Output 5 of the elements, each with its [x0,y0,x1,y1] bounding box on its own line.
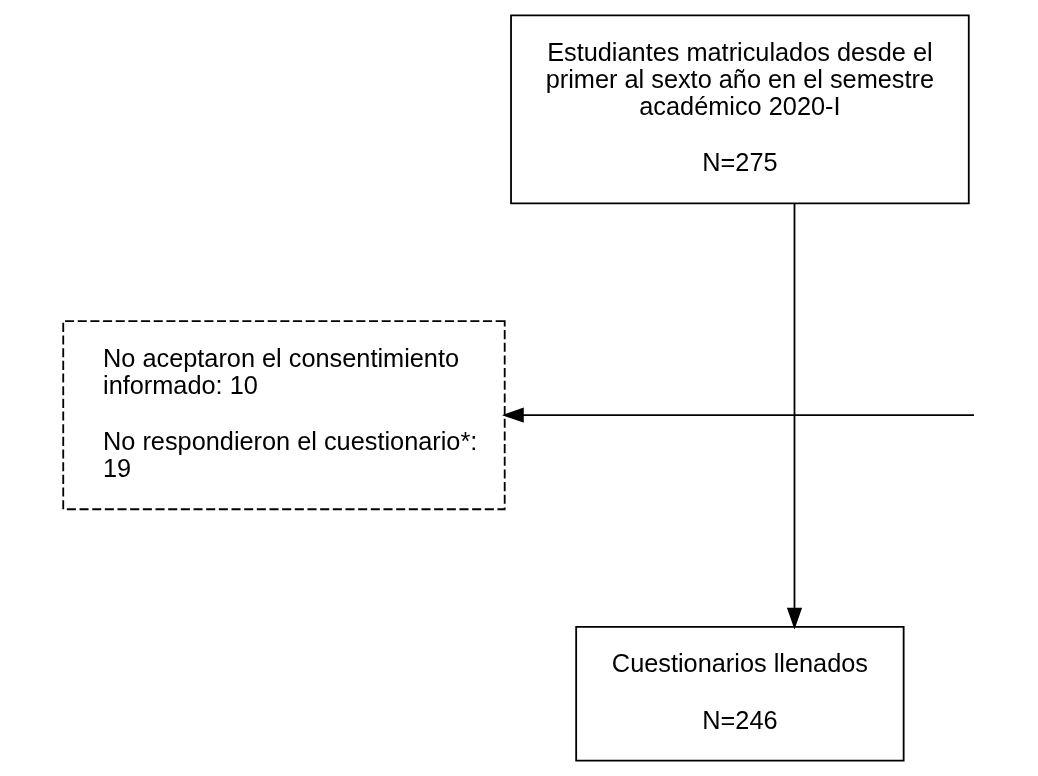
arrow [501,407,975,423]
node-box: Cuestionarios llenados N=246 [574,625,905,762]
node-box: Estudiantes matriculados desde el primer al sexto año en el semestre académico 2020-I N=275 [509,14,970,205]
node-box: No aceptaron el consentimiento informado: 10 No respondieron el cuestionario*: 19 [61,320,506,511]
arrow [786,203,802,630]
